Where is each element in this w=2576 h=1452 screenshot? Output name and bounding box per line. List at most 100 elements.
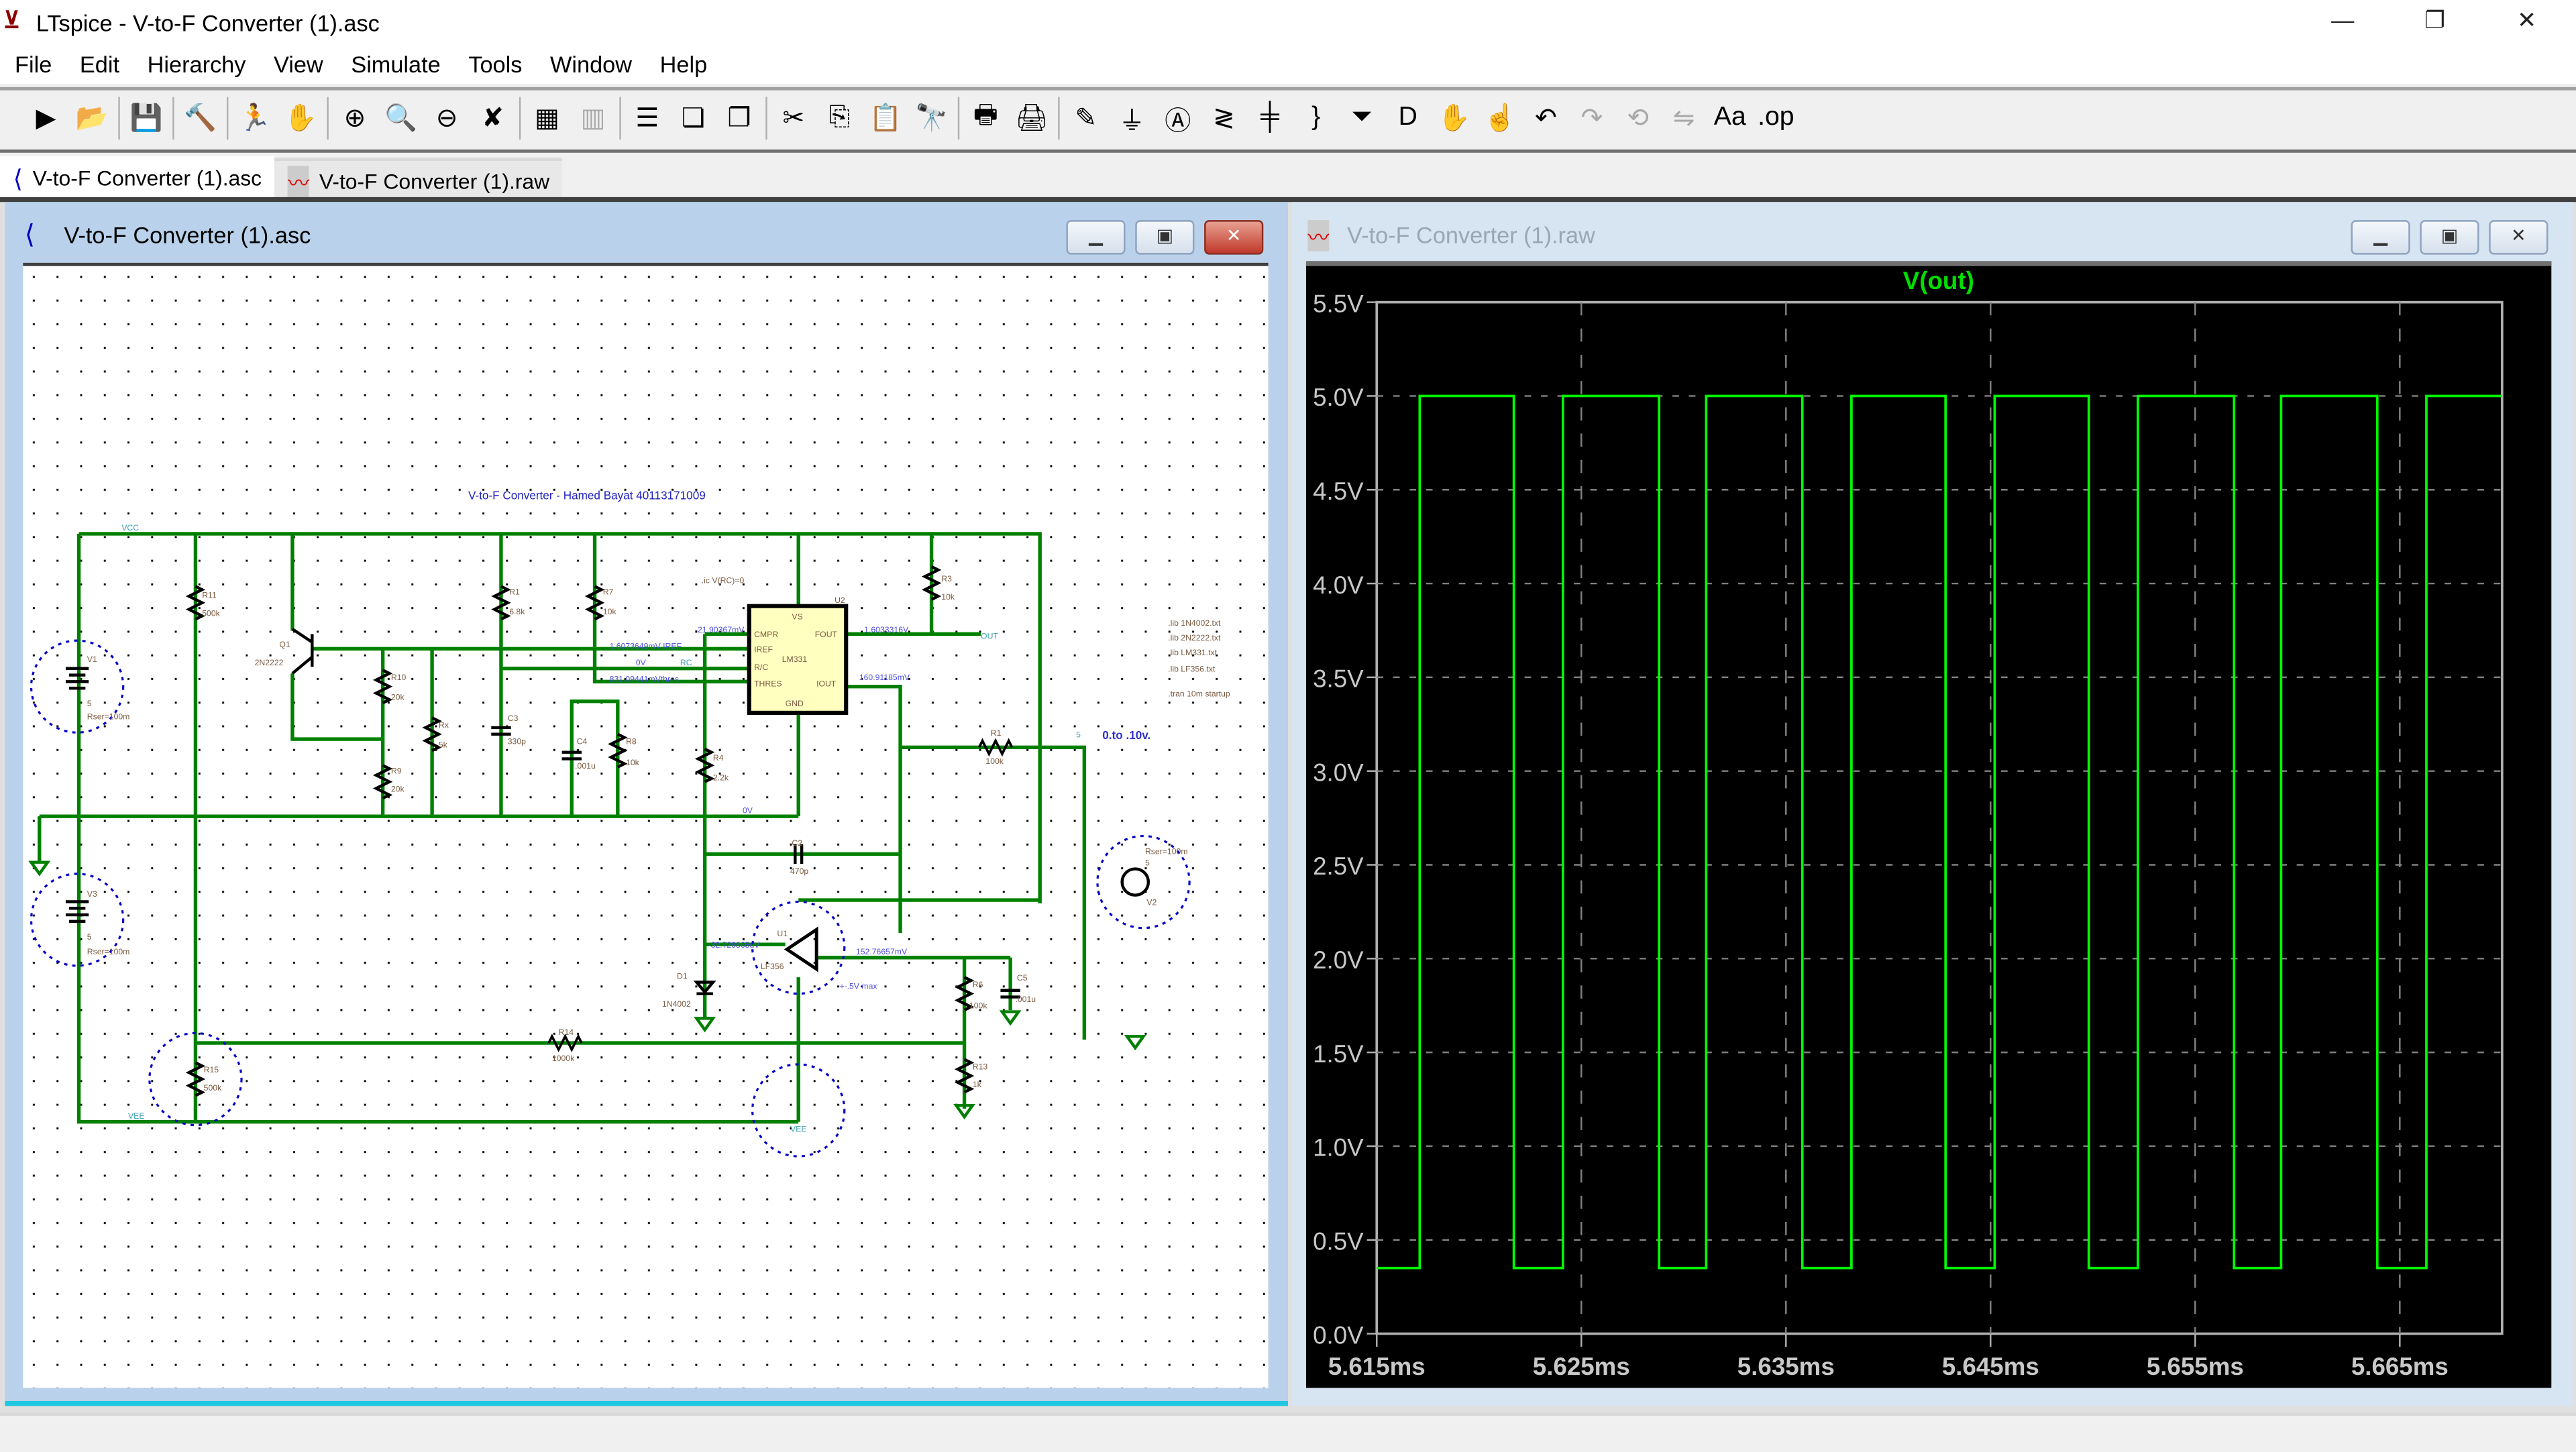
drag-icon[interactable]: ☝	[1483, 105, 1517, 133]
label: V1	[87, 655, 97, 664]
y-tick-label: 0.0V	[1313, 1321, 1364, 1349]
mirror-icon[interactable]: ⇋	[1672, 105, 1695, 133]
minimize-button[interactable]: ▁	[1066, 220, 1126, 255]
cascade-icon[interactable]: ❏	[681, 105, 706, 133]
menu-tools[interactable]: Tools	[468, 50, 523, 78]
tab-schematic[interactable]: ⟨ V-to-F Converter (1).asc	[0, 156, 275, 201]
print-preview-icon[interactable]: 🖶	[973, 101, 998, 129]
label: C3	[508, 714, 519, 723]
plot-frame	[1375, 300, 2504, 1335]
waveform-icon: 〰	[288, 165, 310, 197]
label: 2N2222	[255, 658, 284, 667]
menu-help[interactable]: Help	[659, 50, 708, 78]
zoom-out-icon[interactable]: ⊖	[435, 105, 458, 133]
run-icon[interactable]: 🏃	[238, 105, 271, 133]
resistor-r8	[608, 732, 628, 769]
zoom-in-icon[interactable]: ⊕	[343, 105, 366, 133]
maximize-button[interactable]: ▣	[2420, 220, 2479, 255]
waveform-icon: 〰	[1307, 220, 1330, 252]
copy-icon[interactable]: ⎘	[828, 103, 851, 131]
close-button[interactable]: ✕	[1204, 220, 1264, 255]
resistor-icon[interactable]: ≷	[1213, 105, 1235, 133]
ltspice-logo-icon: ⊻	[3, 6, 21, 33]
schematic-scrollbar[interactable]	[1268, 262, 1282, 1388]
label: R14	[559, 1027, 574, 1037]
menu-view[interactable]: View	[273, 50, 323, 78]
undo-icon[interactable]: ↶	[1535, 105, 1557, 133]
x-tick-label: 5.665ms	[2351, 1353, 2449, 1380]
node-voltage: -21.90367mV	[695, 625, 745, 634]
tile-vertical-icon[interactable]: ❐	[727, 105, 751, 133]
restore-button[interactable]: ❐	[2424, 6, 2445, 33]
ground-icon[interactable]: ⏚	[1118, 108, 1145, 137]
capacitor-c5	[1000, 989, 1020, 999]
inductor-icon[interactable]: }	[1311, 103, 1321, 131]
print-icon[interactable]: 🖨	[1015, 105, 1049, 133]
menu-hierarchy[interactable]: Hierarchy	[147, 50, 246, 78]
pan-icon[interactable]: 🔍	[384, 105, 417, 133]
label: 5	[1076, 730, 1081, 740]
minimize-button[interactable]: —	[2331, 6, 2355, 33]
y-tick-label: 5.0V	[1313, 384, 1364, 411]
cut-icon[interactable]: ✂	[782, 105, 805, 133]
tile-horizontal-icon[interactable]: ☰	[635, 105, 659, 133]
close-button[interactable]: ✕	[2489, 220, 2548, 255]
menu-simulate[interactable]: Simulate	[351, 50, 441, 78]
text-icon[interactable]: Aa	[1713, 103, 1746, 131]
close-button[interactable]: ✕	[2517, 6, 2536, 33]
resistor-r1-out	[977, 738, 1014, 757]
label: 1N4002	[662, 999, 691, 1009]
redo-icon[interactable]: ↷	[1580, 105, 1603, 133]
label: V3	[87, 889, 97, 899]
menu-window[interactable]: Window	[550, 50, 632, 78]
label: 20k	[391, 784, 405, 793]
autorange-icon[interactable]: ▦	[534, 105, 560, 133]
control-panel-icon[interactable]: 🔨	[184, 105, 217, 133]
maximize-button[interactable]: ▣	[1135, 220, 1195, 255]
label: R13	[973, 1062, 988, 1071]
label-net-icon[interactable]: Ⓐ	[1165, 108, 1191, 137]
halt-icon[interactable]: ✋	[284, 105, 317, 133]
label: Rx	[439, 720, 449, 730]
label: U2	[835, 596, 845, 605]
label: Rser=100m	[87, 947, 130, 956]
toolbar-separator	[519, 97, 521, 140]
minimize-button[interactable]: ▁	[2351, 220, 2410, 255]
capacitor-icon[interactable]: ╪	[1260, 103, 1279, 131]
label: R10	[391, 673, 407, 682]
move-icon[interactable]: ✋	[1437, 105, 1470, 133]
zoom-fit-icon[interactable]: ✘	[482, 105, 504, 133]
save-icon[interactable]: 💾	[129, 105, 163, 133]
capacitor-c3	[491, 726, 511, 736]
label: 470p	[790, 867, 808, 876]
new-schematic-icon[interactable]: ▶	[36, 105, 56, 133]
open-icon[interactable]: 📂	[75, 105, 109, 133]
schematic-canvas[interactable]: V-to-F Converter - Hamed Bayat 401131710…	[23, 262, 1269, 1388]
battery-v1	[65, 667, 89, 690]
wires	[38, 532, 1087, 1124]
component-icon[interactable]: D	[1398, 103, 1417, 131]
rotate-icon[interactable]: ⟲	[1627, 105, 1650, 133]
title-bar: ⊻ LTspice - V-to-F Converter (1).asc — ❐…	[0, 0, 2576, 48]
tab-waveform[interactable]: 〰 V-to-F Converter (1).raw	[274, 158, 563, 201]
input-range-label: 0.to .10v.	[1102, 728, 1150, 742]
diode-icon[interactable]: ⏷	[1351, 103, 1373, 131]
status-bar	[0, 1412, 2576, 1452]
schematic-drawing[interactable]: V-to-F Converter - Hamed Bayat 401131710…	[23, 266, 1269, 1388]
wire-icon[interactable]: ✎	[1075, 105, 1097, 133]
delete-trace-icon[interactable]: ▥	[580, 105, 606, 133]
spice-directive-icon[interactable]: .op	[1758, 103, 1794, 131]
schematic-title: V-to-F Converter - Hamed Bayat 401131710…	[468, 488, 706, 502]
grid-dots	[23, 266, 1269, 1388]
trace-label-vout[interactable]: V(out)	[1903, 267, 1974, 294]
trace-vout	[1377, 394, 2502, 1270]
app-title: LTspice - V-to-F Converter (1).asc	[36, 9, 380, 36]
menu-file[interactable]: File	[15, 50, 52, 78]
voltage-source-v2	[1120, 867, 1150, 897]
menu-edit[interactable]: Edit	[79, 50, 120, 78]
lm331-ic[interactable]	[747, 604, 849, 715]
find-icon[interactable]: 🔭	[915, 105, 948, 133]
paste-icon[interactable]: 📋	[869, 105, 902, 133]
label: Rser=100m	[1145, 846, 1188, 856]
